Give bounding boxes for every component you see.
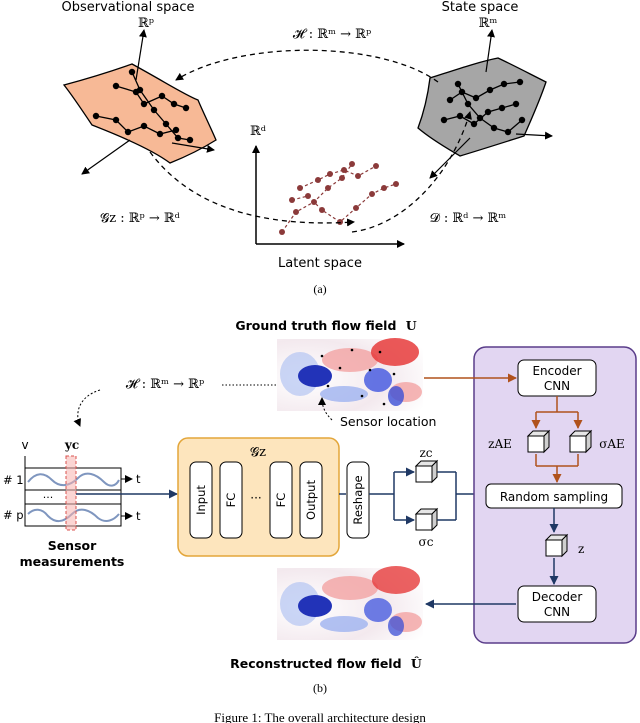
part-b-label: (b) xyxy=(313,681,327,695)
yc-label: yc xyxy=(64,438,79,452)
merge-lines xyxy=(437,471,457,521)
state-space-title: State space xyxy=(442,0,519,15)
encoder-label-1: Encoder xyxy=(532,364,581,378)
figure-caption: Figure 1: The overall architecture desig… xyxy=(214,710,426,723)
decoder-label-2: CNN xyxy=(544,605,570,619)
map-g-arrow xyxy=(149,151,355,227)
fc-layer-1 xyxy=(219,461,243,539)
zae-label: zAE xyxy=(488,437,512,451)
gz-layers: Input FC ··· FC Output xyxy=(189,461,323,539)
ground-truth-flow-field xyxy=(277,338,423,411)
ground-truth-title: Ground truth flow field U xyxy=(235,318,416,333)
sensor-p-label: # p xyxy=(3,508,24,522)
state-dim-label: ℝᵐ xyxy=(479,16,498,31)
reshape-label: Reshape xyxy=(351,475,365,524)
sensor-caption-line1: Sensor xyxy=(48,538,97,553)
sensor-caption-line2: measurements xyxy=(20,554,125,569)
decoder-block xyxy=(517,585,597,623)
output-layer-label: Output xyxy=(304,480,318,520)
yc-highlight xyxy=(65,455,77,531)
reconstructed-flow-field xyxy=(277,566,423,640)
fc-layer-1-label: FC xyxy=(224,493,238,508)
latent-space-label: Latent space xyxy=(278,256,362,271)
map-h-label-b: 𝓗 : ℝᵐ → ℝᵖ xyxy=(126,377,204,392)
sensor-1-label: # 1 xyxy=(3,473,24,487)
reconstructed-title: Reconstructed flow field Û xyxy=(230,655,422,671)
split-lines xyxy=(369,472,395,520)
latent-dim-label: ℝᵈ xyxy=(250,124,266,139)
random-sampling-label: Random sampling xyxy=(500,490,608,504)
decoder-label-1: Decoder xyxy=(532,590,583,604)
output-layer xyxy=(299,461,323,539)
sigma-ae-label: σAE xyxy=(599,437,625,451)
observational-space-title: Observational space xyxy=(61,0,194,15)
map-h-arrow xyxy=(175,49,439,83)
map-g-label: 𝓖z : ℝᵖ → ℝᵈ xyxy=(100,211,180,226)
sensor-ellipsis: ··· xyxy=(43,491,54,504)
map-h-dotted-curve xyxy=(73,389,101,427)
part-a-label: (a) xyxy=(313,282,326,296)
sensor-1-signal xyxy=(27,472,120,487)
gz-label: 𝓖z xyxy=(250,445,266,460)
sigma-c-label: σc xyxy=(419,535,434,549)
reshape-block xyxy=(346,461,370,539)
encoder-split xyxy=(536,396,578,413)
observational-manifold xyxy=(62,29,217,175)
fc-layer-2 xyxy=(269,461,293,539)
zae-cube xyxy=(526,429,551,454)
z-cube xyxy=(544,533,569,558)
map-h-label: 𝓗 : ℝᵐ → ℝᵖ xyxy=(293,27,371,42)
latent-points xyxy=(279,161,399,235)
gz-box xyxy=(177,437,340,557)
v-axis-label: v xyxy=(21,438,28,452)
z-label: z xyxy=(578,542,584,556)
input-layer-label: Input xyxy=(194,485,208,515)
state-manifold xyxy=(417,29,553,179)
map-d-label: 𝓓 : ℝᵈ → ℝᵐ xyxy=(430,211,507,226)
layer-ellipsis: ··· xyxy=(250,491,261,505)
latent-axes xyxy=(252,145,405,248)
zc-cube xyxy=(414,459,439,484)
t-axis-label-p: t xyxy=(136,509,141,523)
sigma-ae-cube xyxy=(568,429,593,454)
zc-label: zc xyxy=(419,446,432,460)
sigma-c-cube xyxy=(414,507,439,532)
fc-layer-2-label: FC xyxy=(274,493,288,508)
input-layer xyxy=(189,461,213,539)
sensor-location-label: Sensor location xyxy=(340,414,436,429)
encoder-label-2: CNN xyxy=(544,379,570,393)
obs-dim-label: ℝᵖ xyxy=(138,16,154,31)
t-axis-label-1: t xyxy=(136,472,141,486)
